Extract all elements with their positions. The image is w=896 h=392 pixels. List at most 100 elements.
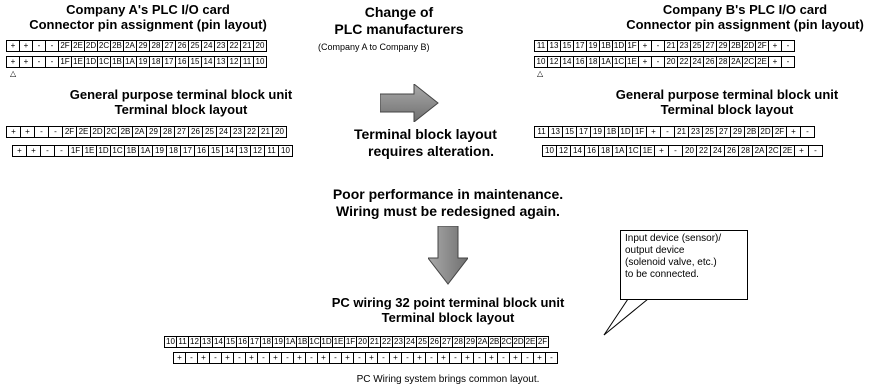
terminal-cell: 1A: [599, 56, 613, 68]
terminal-cell: +: [638, 40, 652, 52]
pcwiring-title-line1: PC wiring 32 point terminal block unit: [331, 295, 565, 310]
terminal-cell: 2F: [536, 336, 549, 348]
change-line1: Change of: [364, 4, 434, 20]
terminal-cell: 15: [188, 56, 202, 68]
terminal-cell: +: [794, 145, 809, 157]
terminal-cell: 21: [664, 40, 678, 52]
terminal-cell: 27: [703, 40, 717, 52]
terminal-cell: 1A: [138, 145, 153, 157]
company-a-title-line1: Company A's PLC I/O card: [66, 2, 230, 17]
terminal-cell: -: [808, 145, 823, 157]
terminal-cell: 1F: [625, 40, 639, 52]
terminal-cell: -: [800, 126, 815, 138]
terminal-cell: 13: [214, 56, 228, 68]
terminal-cell: 1B: [604, 126, 619, 138]
terminal-cell: 21: [258, 126, 273, 138]
pin1-marker-icon: △: [10, 69, 17, 78]
terminal-cell: 2F: [62, 126, 77, 138]
terminal-cell: 20: [664, 56, 678, 68]
terminal-cell: +: [26, 145, 41, 157]
terminal-cell: 14: [560, 56, 574, 68]
company-a-title-line2: Connector pin assignment (pin layout): [29, 17, 267, 32]
terminal-cell: 28: [160, 126, 175, 138]
terminal-cell: 1A: [612, 145, 627, 157]
terminal-cell: 12: [227, 56, 241, 68]
right-arrow-icon: [380, 84, 439, 122]
terminal-cell: 24: [690, 56, 704, 68]
terminal-cell: 2A: [123, 40, 137, 52]
terminal-cell: +: [19, 40, 33, 52]
terminal-cell: 11: [534, 40, 548, 52]
terminal-cell: 2F: [772, 126, 787, 138]
terminal-cell: 2D: [742, 40, 756, 52]
terminal-cell: +: [768, 56, 782, 68]
terminal-cell: 2F: [58, 40, 72, 52]
terminal-cell: 16: [573, 56, 587, 68]
terminal-cell: 18: [586, 56, 600, 68]
terminal-cell: 2E: [76, 126, 91, 138]
terminal-cell: 26: [724, 145, 739, 157]
terminal-cell: 1D: [612, 40, 626, 52]
terminal-cell: -: [651, 40, 665, 52]
terminal-cell: 22: [244, 126, 259, 138]
terminal-cell: 21: [240, 40, 254, 52]
terminal-cell: 1D: [96, 145, 111, 157]
terminal-cell: -: [48, 126, 63, 138]
company-b-tb-title-line1: General purpose terminal block unit: [615, 87, 839, 102]
terminal-cell: -: [781, 56, 795, 68]
callout-pointer: [603, 299, 649, 336]
maintenance-line2: Wiring must be redesigned again.: [336, 203, 560, 219]
terminal-cell: 2B: [729, 40, 743, 52]
terminal-cell: 2C: [97, 40, 111, 52]
terminal-cell: 24: [201, 40, 215, 52]
callout-line4: to be connected.: [625, 269, 699, 280]
terminal-cell: 2B: [118, 126, 133, 138]
terminal-cell: -: [45, 56, 59, 68]
terminal-cell: +: [19, 56, 33, 68]
terminal-cell: 2E: [71, 40, 85, 52]
terminal-cell: 13: [547, 40, 561, 52]
terminal-cell: 29: [730, 126, 745, 138]
terminal-cell: 22: [677, 56, 691, 68]
callout-line1: Input device (sensor)/: [625, 233, 722, 244]
down-arrow-icon: [428, 226, 468, 285]
terminal-cell: 20: [253, 40, 267, 52]
terminal-cell: 15: [560, 40, 574, 52]
terminal-cell: 1F: [58, 56, 72, 68]
terminal-cell: 17: [180, 145, 195, 157]
terminal-cell: 2A: [729, 56, 743, 68]
terminal-cell: 2D: [758, 126, 773, 138]
terminal-cell: 23: [214, 40, 228, 52]
terminal-cell: 1D: [84, 56, 98, 68]
terminal-cell: 13: [548, 126, 563, 138]
terminal-cell: 28: [738, 145, 753, 157]
terminal-cell: 21: [674, 126, 689, 138]
terminal-cell: 15: [562, 126, 577, 138]
terminal-cell: 1D: [618, 126, 633, 138]
terminal-cell: 29: [716, 40, 730, 52]
terminal-cell: 17: [573, 40, 587, 52]
callout-line3: (solenoid valve, etc.): [625, 257, 717, 268]
terminal-cell: +: [646, 126, 661, 138]
terminal-cell: 25: [188, 40, 202, 52]
terminal-cell: 1C: [626, 145, 641, 157]
terminal-cell: 14: [222, 145, 237, 157]
terminal-cell: 1F: [632, 126, 647, 138]
terminal-cell: 2B: [110, 40, 124, 52]
terminal-cell: 2E: [780, 145, 795, 157]
terminal-cell: 23: [688, 126, 703, 138]
terminal-cell: 27: [716, 126, 731, 138]
company-a-tb-title: General purpose terminal block unit Term…: [6, 87, 356, 117]
terminal-cell: 16: [194, 145, 209, 157]
company-b-tb-title: General purpose terminal block unit Term…: [582, 87, 872, 117]
terminal-cell: 23: [677, 40, 691, 52]
terminal-cell: 2C: [742, 56, 756, 68]
alteration-label: Terminal block layout requires alteratio…: [354, 126, 530, 160]
terminal-cell: 2A: [132, 126, 147, 138]
terminal-cell: 26: [703, 56, 717, 68]
terminal-cell: 22: [227, 40, 241, 52]
device-callout: Input device (sensor)/ output device (so…: [620, 230, 748, 300]
